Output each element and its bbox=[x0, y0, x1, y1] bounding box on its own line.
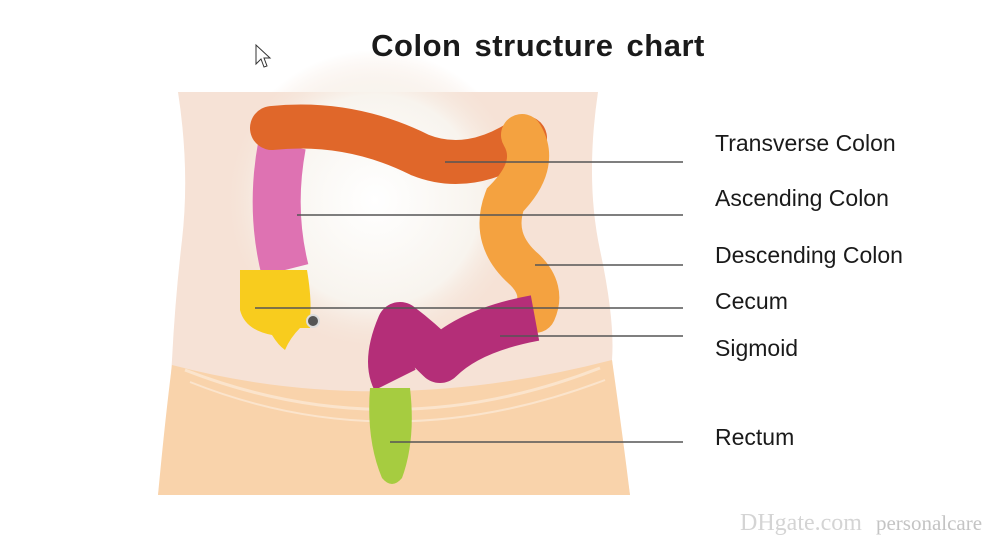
sigmoid-shape bbox=[368, 295, 540, 391]
cecum-shape bbox=[240, 270, 311, 350]
watermark-brand: DHgate.com bbox=[740, 510, 862, 536]
watermark-store: personalcare bbox=[875, 511, 983, 535]
leader-lines bbox=[255, 161, 683, 443]
rectum-shape bbox=[369, 388, 412, 484]
watermark: DHgate.com personalcare bbox=[740, 510, 982, 537]
label-cecum: Cecum bbox=[715, 288, 788, 314]
cursor-icon bbox=[255, 43, 272, 68]
label-rectum: Rectum bbox=[715, 424, 795, 450]
ascending-colon-shape bbox=[252, 140, 309, 276]
label-transverse-colon: Transverse Colon bbox=[715, 130, 896, 156]
label-sigmoid: Sigmoid bbox=[715, 335, 799, 361]
label-ascending-colon: Ascending Colon bbox=[715, 185, 889, 211]
descending-colon-shape bbox=[479, 114, 560, 333]
transverse-colon-shape bbox=[250, 104, 547, 184]
appendix-opening bbox=[306, 314, 320, 328]
page-title: Colon structure chart bbox=[371, 28, 705, 63]
label-descending-colon: Descending Colon bbox=[715, 242, 903, 268]
colon bbox=[240, 104, 560, 484]
